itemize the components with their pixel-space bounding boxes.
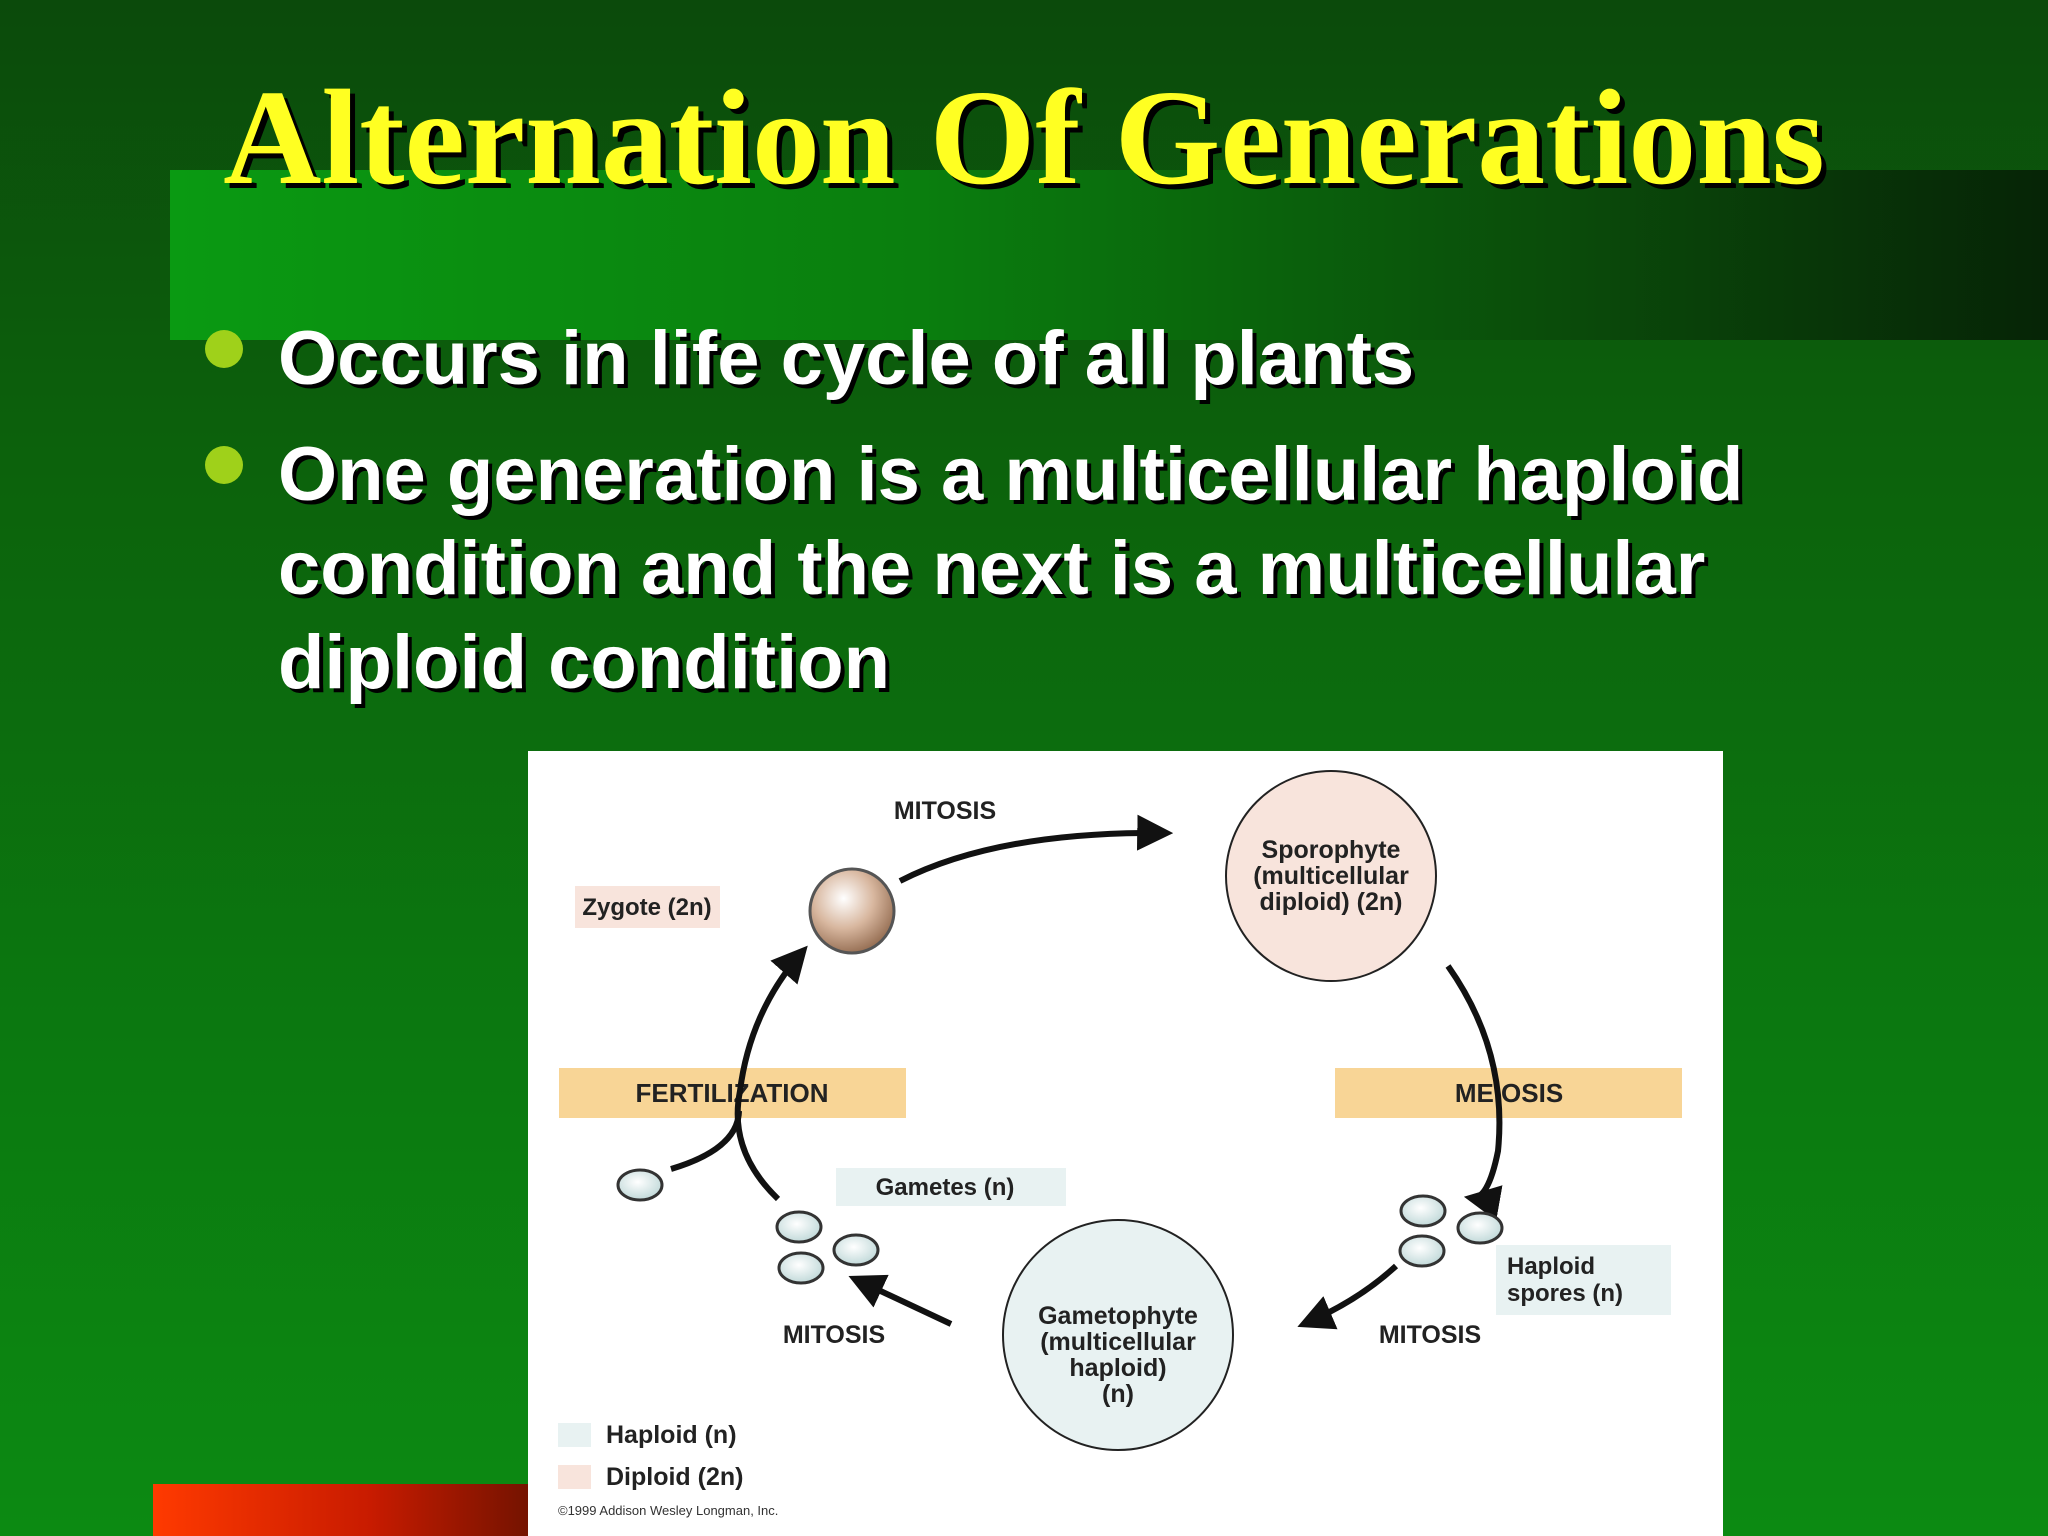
bullet-icon bbox=[205, 330, 243, 368]
meiosis-arrow bbox=[1445, 964, 1503, 1221]
legend-haploid-label: Haploid (n) bbox=[606, 1421, 737, 1449]
haploid-spores-label-line1: Haploid bbox=[1507, 1253, 1595, 1280]
gamete-cell bbox=[616, 1168, 664, 1202]
bullet-text: One generation is a multicellular haploi… bbox=[278, 432, 1744, 705]
mitosis-arrow-bottom-left bbox=[848, 1274, 953, 1327]
sporophyte-label-line1: Sporophyte bbox=[1262, 836, 1401, 864]
footer-accent-bar bbox=[153, 1484, 548, 1536]
zygote-label: Zygote (2n) bbox=[582, 894, 711, 921]
slide-title: Alternation Of Generations bbox=[223, 63, 1825, 213]
gamete-cell bbox=[775, 1210, 823, 1244]
gametophyte-label-line3: haploid) bbox=[1069, 1354, 1166, 1382]
sporophyte-circle bbox=[1225, 770, 1437, 982]
bullet-text: Occurs in life cycle of all plants bbox=[278, 316, 1415, 401]
spore-cell bbox=[1456, 1211, 1504, 1245]
mitosis-label-bottom-left: MITOSIS bbox=[783, 1321, 885, 1349]
gametophyte-label-line1: Gametophyte bbox=[1038, 1302, 1198, 1330]
bullet-list: Occurs in life cycle of all plants One g… bbox=[205, 312, 1905, 732]
gamete-cell bbox=[777, 1251, 825, 1285]
legend-diploid-label: Diploid (2n) bbox=[606, 1463, 743, 1491]
spore-cell bbox=[1398, 1234, 1446, 1268]
gametes-label-box bbox=[836, 1168, 1066, 1206]
legend-haploid-swatch bbox=[558, 1423, 591, 1447]
life-cycle-diagram: FERTILIZATION MEIOSIS Sporophyte (multic… bbox=[528, 751, 1723, 1536]
header-band bbox=[170, 170, 2048, 340]
gametes-label: Gametes (n) bbox=[876, 1174, 1015, 1201]
haploid-spores-label-box bbox=[1496, 1245, 1671, 1315]
meiosis-label: MEIOSIS bbox=[1455, 1078, 1563, 1108]
gametophyte-circle bbox=[1002, 1219, 1234, 1451]
gametophyte-label-line2: (multicellular bbox=[1040, 1328, 1196, 1356]
gamete-cell bbox=[832, 1233, 880, 1267]
bullet-item: Occurs in life cycle of all plants bbox=[205, 312, 1905, 406]
sporophyte-label-line2: (multicellular bbox=[1253, 862, 1409, 890]
bullet-item: One generation is a multicellular haploi… bbox=[205, 428, 1905, 710]
fertilization-arrow bbox=[734, 945, 808, 1202]
life-cycle-svg: FERTILIZATION MEIOSIS Sporophyte (multic… bbox=[558, 770, 1682, 1518]
haploid-spores-label-line2: spores (n) bbox=[1507, 1280, 1623, 1307]
meiosis-bar bbox=[1335, 1068, 1682, 1118]
fertilization-bar bbox=[559, 1068, 906, 1118]
sporophyte-label-line3: diploid) (2n) bbox=[1259, 888, 1402, 916]
mitosis-label-bottom-right: MITOSIS bbox=[1379, 1321, 1481, 1349]
fertilization-label: FERTILIZATION bbox=[635, 1078, 828, 1108]
mitosis-arrow-bottom-right bbox=[1297, 1263, 1399, 1330]
spore-cell bbox=[1399, 1194, 1447, 1228]
mitosis-arrow-top bbox=[898, 814, 1174, 884]
gametophyte-label-line4: (n) bbox=[1102, 1380, 1134, 1408]
zygote-cell bbox=[808, 867, 896, 955]
zygote-label-box bbox=[575, 886, 720, 928]
gamete-join-arrow bbox=[670, 1110, 742, 1172]
mitosis-label-top: MITOSIS bbox=[894, 797, 996, 825]
legend-diploid-swatch bbox=[558, 1465, 591, 1489]
bullet-icon bbox=[205, 446, 243, 484]
copyright-text: ©1999 Addison Wesley Longman, Inc. bbox=[558, 1503, 778, 1518]
